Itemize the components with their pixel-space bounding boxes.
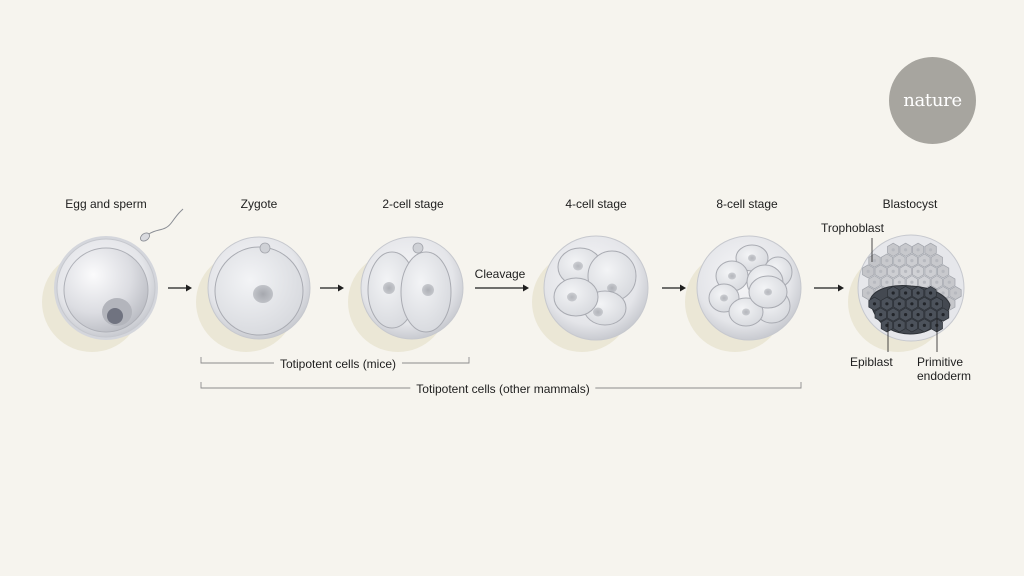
arrow-2 xyxy=(320,284,344,292)
label-zygote: Zygote xyxy=(240,197,278,211)
cell-nucleus xyxy=(904,291,908,295)
cell-nucleus xyxy=(891,248,895,252)
cell-nucleus xyxy=(866,291,870,295)
cell-nucleus xyxy=(879,269,883,273)
cell-nucleus xyxy=(885,302,889,306)
cell-nucleus xyxy=(910,280,914,284)
arrow-5 xyxy=(814,284,844,292)
cell-nucleus xyxy=(897,302,902,306)
cell-nucleus xyxy=(922,280,927,284)
cell-nucleus xyxy=(904,248,908,252)
cell-nucleus xyxy=(922,323,927,327)
cell-nucleus xyxy=(916,248,920,252)
trophoblast-cells xyxy=(862,242,962,311)
cell-nucleus xyxy=(904,269,908,273)
label-4-cell-stage: 4-cell stage xyxy=(565,197,627,211)
cell-nucleus xyxy=(922,259,927,263)
cell-nucleus xyxy=(885,280,889,284)
label-totipotent-mice: Totipotent cells (mice) xyxy=(273,357,403,371)
cell-nucleus xyxy=(941,269,945,273)
cell-nucleus xyxy=(910,323,914,327)
cell-nucleus xyxy=(910,259,914,263)
cell-nucleus xyxy=(916,291,920,295)
nature-logo-text: nature xyxy=(903,90,962,111)
cell-nucleus xyxy=(929,313,933,317)
cell-nucleus xyxy=(929,269,933,273)
label-blastocyst: Blastocyst xyxy=(882,197,938,211)
label-8-cell-stage: 8-cell stage xyxy=(716,197,778,211)
label-2-cell-stage: 2-cell stage xyxy=(382,197,444,211)
blastocyst-illustration xyxy=(848,234,965,352)
cell-nucleus xyxy=(935,259,939,263)
cell-nucleus xyxy=(891,313,895,317)
cell-nucleus xyxy=(904,313,908,317)
cell-nucleus xyxy=(916,313,920,317)
cell-nucleus xyxy=(922,302,927,306)
cell-nucleus xyxy=(941,313,945,317)
cell-nucleus xyxy=(897,280,902,284)
label-totipotent-other-mammals: Totipotent cells (other mammals) xyxy=(410,382,596,396)
two-cell-illustration xyxy=(348,236,464,352)
nature-logo: nature xyxy=(889,57,976,144)
cell-nucleus xyxy=(935,280,939,284)
cell-nucleus xyxy=(947,280,951,284)
cell-nucleus xyxy=(872,302,877,306)
cell-nucleus xyxy=(916,269,920,273)
label-epiblast: Epiblast xyxy=(850,355,893,369)
cell-nucleus xyxy=(941,291,945,295)
label-cleavage: Cleavage xyxy=(474,267,526,281)
label-primitive-endoderm-1: Primitive xyxy=(917,355,964,369)
egg-and-sperm-illustration xyxy=(42,208,184,352)
cell-nucleus xyxy=(891,269,895,273)
cell-nucleus xyxy=(897,259,902,263)
label-egg-and-sperm: Egg and sperm xyxy=(65,197,147,211)
cell-nucleus xyxy=(929,248,933,252)
label-primitive-endoderm-2: endoderm xyxy=(917,369,972,383)
four-cell-illustration xyxy=(532,235,649,352)
cell-nucleus xyxy=(885,259,889,263)
zygote-illustration xyxy=(196,236,311,352)
eight-cell-illustration xyxy=(685,235,802,352)
label-trophoblast: Trophoblast xyxy=(821,221,884,235)
cell-nucleus xyxy=(879,313,883,317)
cell-nucleus xyxy=(866,269,870,273)
cell-nucleus xyxy=(953,291,958,295)
arrow-1 xyxy=(168,284,192,292)
cell-nucleus xyxy=(872,280,877,284)
cell-nucleus xyxy=(872,259,877,263)
arrow-4 xyxy=(662,284,686,292)
arrow-cleavage xyxy=(475,284,529,292)
cell-nucleus xyxy=(910,302,914,306)
cell-nucleus xyxy=(897,323,902,327)
cell-nucleus xyxy=(929,291,933,295)
cell-nucleus xyxy=(891,291,895,295)
cell-nucleus xyxy=(935,302,939,306)
sperm-icon xyxy=(140,208,184,242)
